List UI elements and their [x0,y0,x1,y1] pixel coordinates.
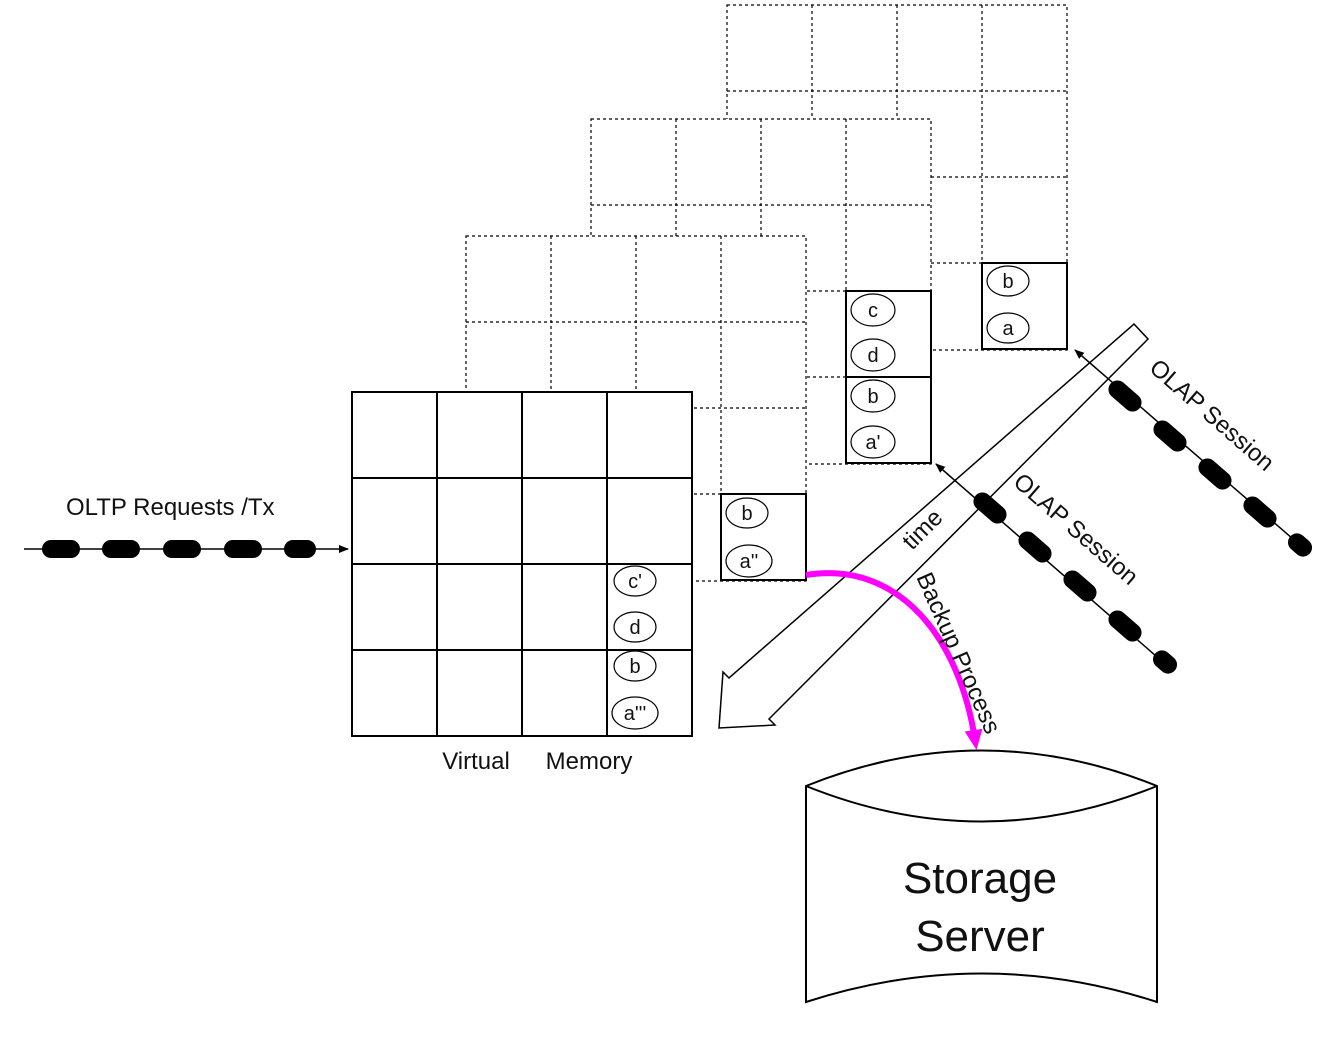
virtual-label: Virtual [442,748,510,775]
olap-session-label-1: OLAP Session [1144,354,1279,476]
storage-server: Storage Server [805,749,1158,1004]
item-b: b [741,503,752,525]
oltp-label: OLTP Requests /Tx [66,494,275,521]
item-c: c [868,300,878,322]
storage-label-line1: Storage [903,854,1057,903]
item-d: d [867,345,878,367]
backup-process-label: Backup Process [911,568,1006,737]
item-a: a [1002,318,1014,340]
oltp-request-stream [24,540,349,558]
item-b: b [1002,271,1013,293]
item-b: b [629,656,640,678]
snapshot-oldest-cell: b a [981,262,1068,350]
item-a-double-prime: a'' [740,551,759,573]
olap-session-stream-2 [935,463,1178,674]
current-memory-cells: c' d b a''' [611,565,659,730]
item-d: d [629,617,640,639]
item-c-prime: c' [628,571,642,593]
olap-session-stream-1 [1074,349,1313,557]
storage-label-line2: Server [915,912,1045,961]
item-a-prime: a' [866,432,881,454]
memory-label: Memory [546,748,633,775]
snapshot-older-cells: c d b a' [845,290,932,464]
item-a-triple-prime: a''' [624,703,647,725]
snapshot-recent-cell: b a'' [720,493,807,581]
backup-process-arrow [805,570,983,750]
item-b: b [867,386,878,408]
virtual-memory-grid [351,391,693,737]
